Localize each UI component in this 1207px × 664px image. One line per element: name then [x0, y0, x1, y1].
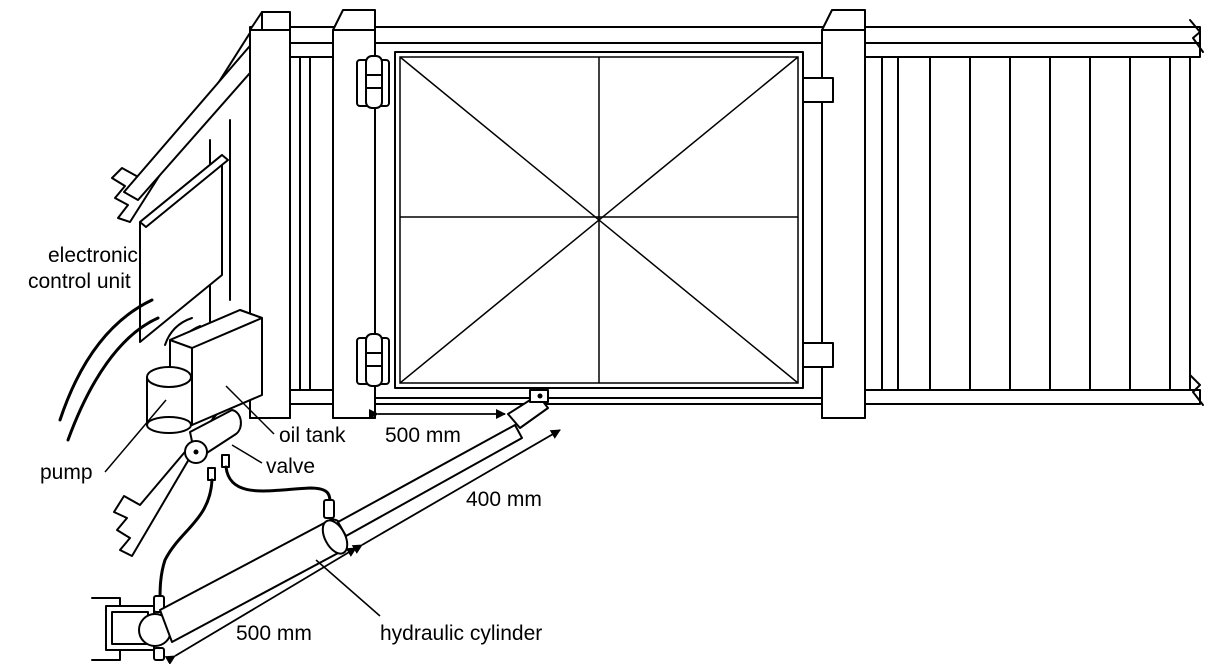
valve-label: valve — [266, 455, 315, 478]
leader-pump — [104, 399, 167, 473]
hose-lower — [158, 478, 214, 602]
ecu-label-line2: control unit — [28, 270, 131, 293]
leader-hydraulic-cylinder — [315, 559, 381, 617]
leader-oil-tank — [225, 385, 275, 435]
hinge-top — [356, 55, 390, 109]
dim-label-rod-length: 400 mm — [466, 488, 542, 511]
dim-rod-length — [351, 429, 561, 554]
oil-tank-label: oil tank — [279, 424, 346, 447]
dim-label-base-to-cylinder: 500 mm — [236, 622, 312, 645]
electronic-control-unit — [58, 154, 229, 442]
leader-valve — [231, 444, 263, 464]
dim-label-hinge-to-mount: 500 mm — [385, 424, 461, 447]
hydraulic-cylinder-label: hydraulic cylinder — [380, 622, 542, 645]
dim-base-to-cylinder — [164, 547, 357, 664]
valve — [184, 409, 242, 481]
ecu-label-line1: electronic — [48, 244, 138, 267]
hose-upper — [224, 465, 332, 507]
gate-frame — [249, 9, 1204, 419]
pump-label: pump — [40, 461, 93, 484]
hinge-bottom — [356, 333, 390, 387]
pump — [146, 366, 193, 434]
